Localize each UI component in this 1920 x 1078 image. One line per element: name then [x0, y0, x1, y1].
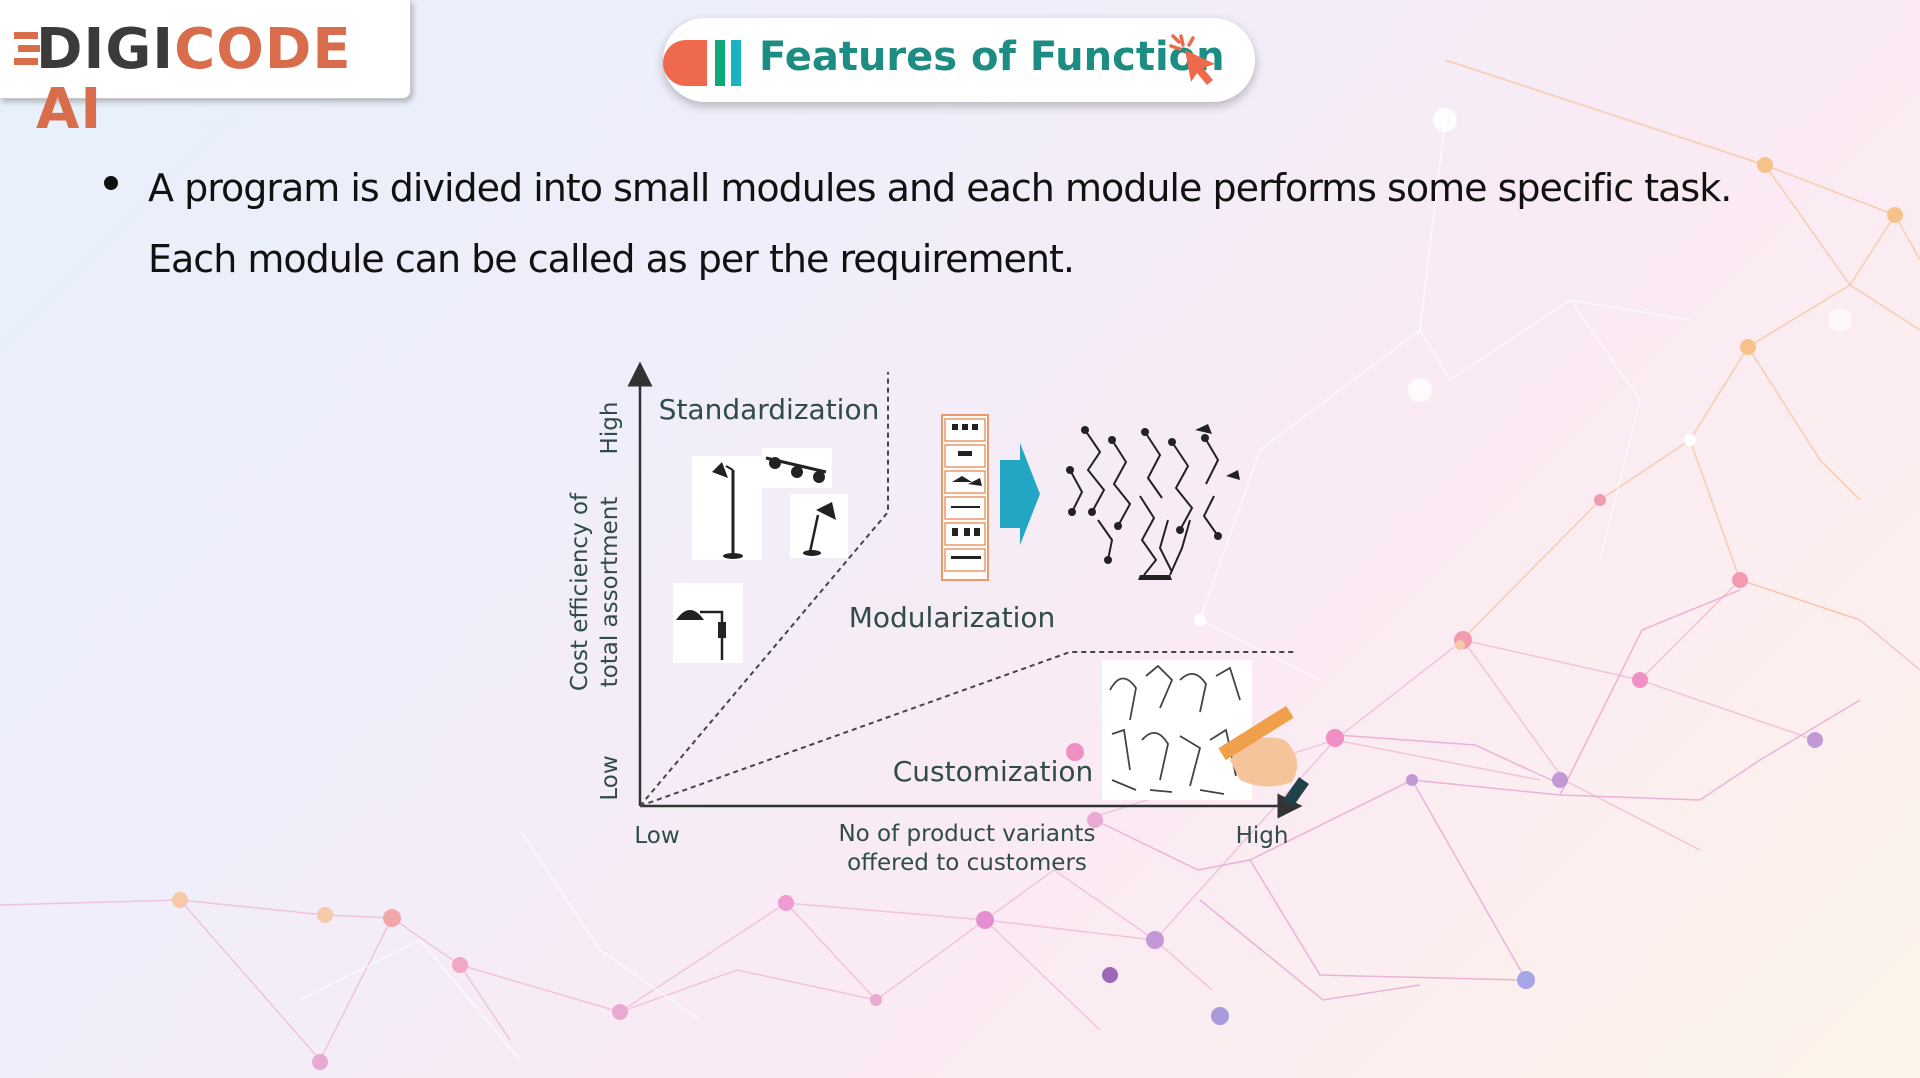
title-banner: Features of Function: [663, 18, 1255, 102]
y-axis-low-label: Low: [597, 755, 623, 800]
y-axis-title-line1: Cost efficiency of: [567, 492, 593, 691]
title-accent-bar-green: [715, 40, 725, 86]
bullet-text: A program is divided into small modules …: [148, 166, 1732, 281]
pencil-hand-icon: [1218, 705, 1309, 807]
standardization-boundary: [639, 372, 889, 807]
page-title: Features of Function: [759, 34, 1225, 80]
x-axis-high-label: High: [1236, 823, 1289, 849]
module-variants-stack: [941, 414, 989, 581]
x-axis-title-line1: No of product variants: [838, 821, 1095, 847]
x-axis-title-line2: offered to customers: [847, 850, 1087, 876]
title-accent-block: [663, 40, 707, 86]
y-axis-high-label: High: [597, 402, 623, 455]
modularization-arrow-icon: [1000, 443, 1040, 545]
logo-text: DIGICODE AI: [36, 20, 410, 140]
x-axis-low-label: Low: [634, 823, 679, 849]
wall-lamp-image: [673, 583, 743, 663]
lamp-combinations-heads: [1066, 424, 1240, 580]
floor-lamp-image: [692, 456, 762, 560]
track-spotlight-image: [762, 448, 832, 488]
custom-lamp-sketches-image: [1102, 660, 1252, 800]
bullet-point: [104, 176, 118, 190]
lamp-combinations-cluster: [1069, 429, 1220, 576]
cursor-click-icon: [1169, 34, 1215, 85]
customization-label: Customization: [893, 755, 1094, 788]
logo-speed-lines-icon: [14, 32, 40, 65]
modularization-boundary: [639, 651, 1296, 807]
brand-logo[interactable]: DIGICODE AI: [0, 0, 411, 140]
desk-lamp-image: [790, 494, 848, 558]
standardization-label: Standardization: [659, 393, 880, 426]
logo-text-dark: DIGI: [36, 17, 175, 82]
title-accent-bar-teal: [731, 40, 741, 86]
logo-text-orange: CODE AI: [36, 17, 352, 142]
modularization-label: Modularization: [849, 601, 1056, 634]
y-axis-title-line2: total assortment: [597, 497, 623, 688]
